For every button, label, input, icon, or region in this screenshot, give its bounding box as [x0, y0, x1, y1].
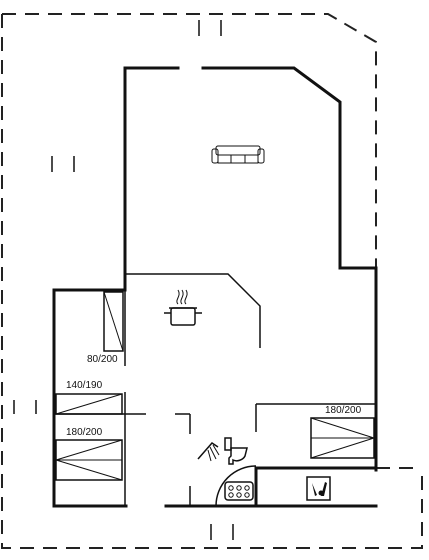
hob-icon [215, 465, 257, 507]
bed-label-80-200: 80/200 [87, 354, 118, 365]
bed-right [310, 417, 375, 459]
bed-label-140-190: 140/190 [66, 380, 103, 391]
bed-mid-left [55, 393, 123, 415]
cooking-pot-icon [164, 289, 202, 326]
outline-ticks [13, 20, 234, 540]
bed-label-180-200-left: 180/200 [66, 427, 103, 438]
interior-walls [54, 273, 377, 506]
terrace-outline [1, 13, 423, 549]
toilet-icon [224, 437, 248, 465]
bed-label-180-200-right: 180/200 [325, 405, 362, 416]
exterior-walls [52, 66, 378, 508]
shower-icon [197, 442, 220, 462]
washing-machine-icon [306, 476, 331, 501]
sofa-icon [211, 145, 265, 164]
bed-low-left [55, 439, 123, 481]
bed-top-left [103, 291, 124, 352]
